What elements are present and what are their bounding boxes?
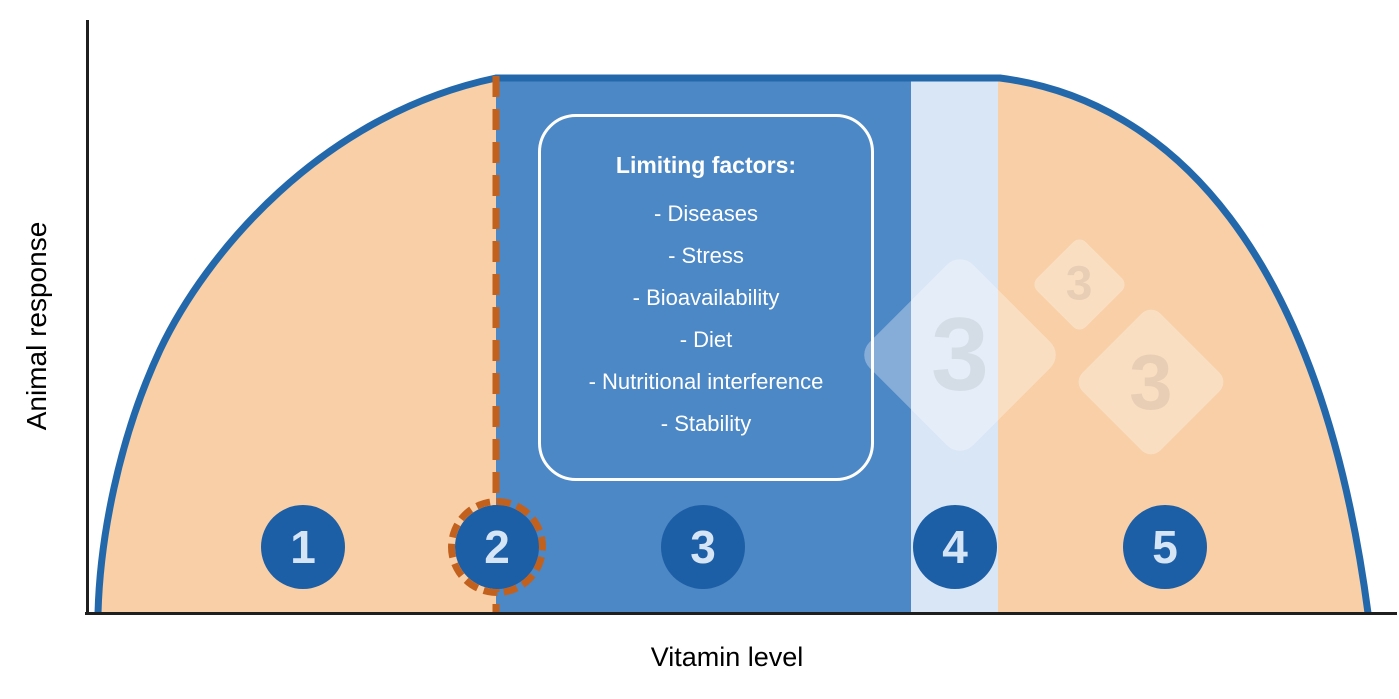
zone-2-dashed-highlight-ring [448, 498, 546, 596]
y-axis-line [86, 20, 89, 615]
limiting-factors-title: Limiting factors: [615, 152, 797, 178]
watermark-digit: 3 [1066, 257, 1093, 311]
limiting-factors-box: Limiting factors: - Diseases - Stress - … [538, 114, 874, 481]
limiting-factors-list: - Diseases - Stress - Bioavailability - … [541, 193, 871, 445]
factor-item-nutritional-interference: - Nutritional interference [588, 369, 824, 394]
dose-response-curve [94, 74, 1372, 614]
factor-item-bioavailability: - Bioavailability [632, 285, 780, 310]
zone-marker-5: 5 [1123, 505, 1207, 589]
y-axis-label: Animal response [21, 221, 52, 431]
factor-item-diet: - Diet [679, 327, 733, 352]
watermark-digit: 3 [1129, 337, 1173, 426]
factor-item-diseases: - Diseases [654, 201, 758, 226]
zone-marker-1: 1 [261, 505, 345, 589]
factor-item-stability: - Stability [660, 411, 752, 436]
zone-marker-4: 4 [913, 505, 997, 589]
watermark-digit: 3 [931, 297, 989, 413]
zone-marker-3: 3 [661, 505, 745, 589]
x-axis-line [85, 612, 1397, 615]
x-axis-label: Vitamin level [650, 642, 804, 672]
factor-item-stress: - Stress [668, 243, 744, 268]
